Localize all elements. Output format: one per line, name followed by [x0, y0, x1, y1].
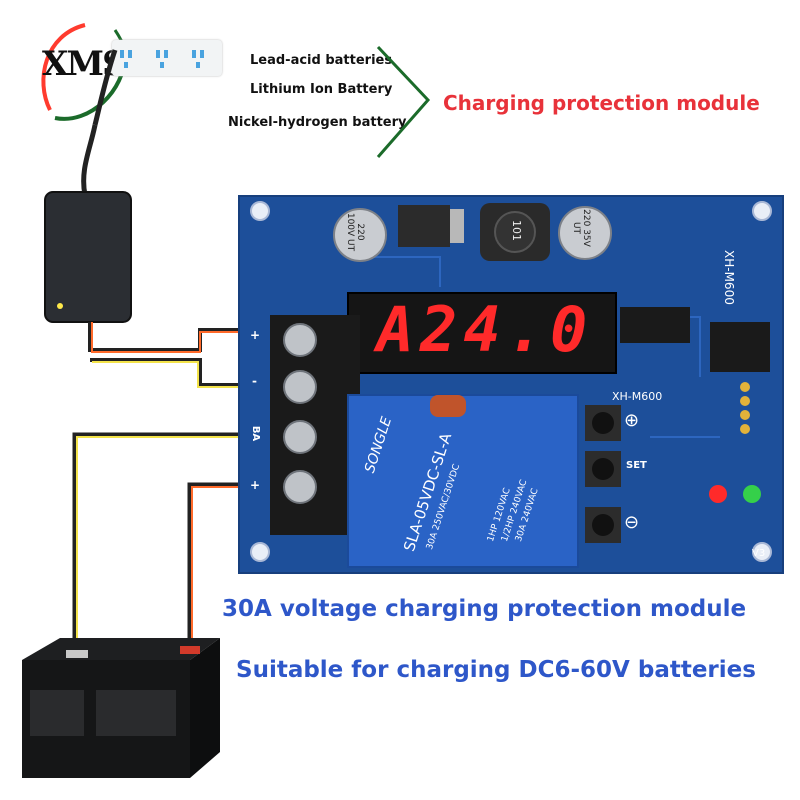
battery-type-lead-acid: Lead-acid batteries [250, 53, 393, 68]
board-version: V3 [752, 548, 766, 559]
plus-button[interactable] [582, 402, 618, 438]
set-button[interactable] [582, 448, 618, 484]
set-button-label: SET [626, 460, 647, 471]
inductor-label: 101 [510, 220, 523, 241]
capacitor-right-label: 220 35V UT [571, 209, 591, 247]
caption-module-rating: 30A voltage charging protection module [222, 596, 747, 622]
terminal-ba-label: BA [250, 425, 262, 442]
bracket-arrow [376, 42, 436, 162]
power-strip [112, 40, 222, 76]
module-model-label-vertical: XH-M600 [722, 250, 736, 305]
minus-button[interactable] [582, 504, 618, 540]
module-model-label: XH-M600 [612, 390, 663, 403]
terminal-plus-label: + [250, 328, 261, 342]
capacitor-left-label: 220 100V UT [345, 212, 365, 252]
headline: Charging protection module [443, 91, 760, 115]
terminal-plus-label-2: + [250, 478, 261, 492]
terminal-minus-label: - [252, 374, 257, 388]
battery-type-lithium-ion: Lithium Ion Battery [250, 82, 393, 97]
plus-button-label: ⊕ [624, 410, 640, 431]
caption-battery-range: Suitable for charging DC6-60V batteries [236, 657, 756, 683]
battery-type-nickel-hydrogen: Nickel-hydrogen battery [228, 115, 407, 130]
minus-button-label: ⊖ [624, 512, 640, 533]
led-display: A24.0 [376, 293, 594, 366]
charging-module-board [238, 195, 784, 574]
